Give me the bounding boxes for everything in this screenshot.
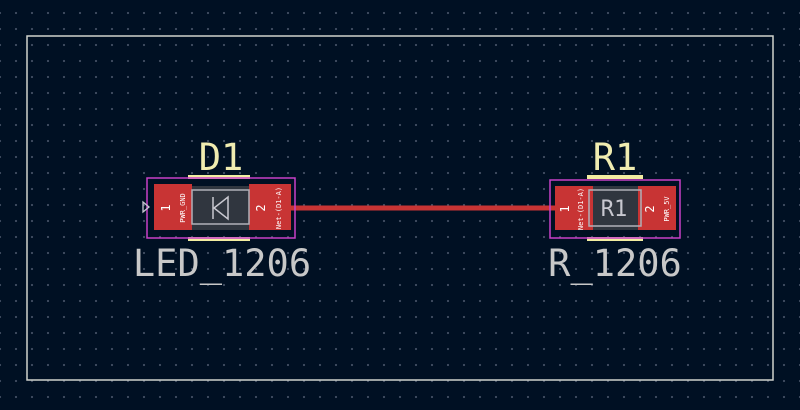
d1-reference[interactable]: D1 (199, 136, 244, 179)
r1-pad-1[interactable] (555, 186, 593, 230)
d1-pad-2-number: 2 (254, 204, 268, 211)
r1-pad-2-number: 2 (643, 205, 657, 212)
d1-silkscreen-top (188, 175, 250, 179)
r1-fab-reference: R1 (601, 197, 628, 222)
d1-pad-1-net: PWR_GND (179, 193, 187, 223)
r1-reference[interactable]: R1 (593, 136, 638, 179)
pin1-marker-icon (142, 200, 151, 214)
d1-pad-1[interactable] (154, 184, 192, 230)
r1-silkscreen-bottom (587, 237, 643, 241)
d1-value[interactable]: LED_1206 (133, 242, 311, 286)
footprint-r1[interactable]: R1 1 Net-(D1-A) 2 PWR_5V R1 R_1206 (548, 136, 682, 286)
r1-pad-1-number: 1 (558, 205, 572, 212)
r1-pad-1-net: Net-(D1-A) (577, 188, 585, 230)
r1-pad-2-net: PWR_5V (663, 196, 671, 222)
r1-fab-outline (588, 189, 642, 227)
d1-silkscreen-bottom (188, 237, 250, 241)
r1-value[interactable]: R_1206 (548, 242, 682, 286)
d1-pad-2[interactable] (249, 184, 291, 230)
board-outline (26, 35, 774, 381)
diode-icon (212, 195, 229, 221)
d1-fab-outline (191, 189, 250, 225)
r1-silkscreen-top (587, 175, 643, 179)
d1-pad-2-net: Net-(D1-A) (275, 187, 283, 229)
d1-body (186, 186, 254, 230)
r1-pad-2[interactable] (638, 186, 676, 230)
r1-courtyard (549, 179, 681, 239)
d1-pad-1-number: 1 (159, 204, 173, 211)
footprint-d1[interactable]: 1 PWR_GND 2 Net-(D1-A) D1 LED_1206 (133, 136, 311, 286)
